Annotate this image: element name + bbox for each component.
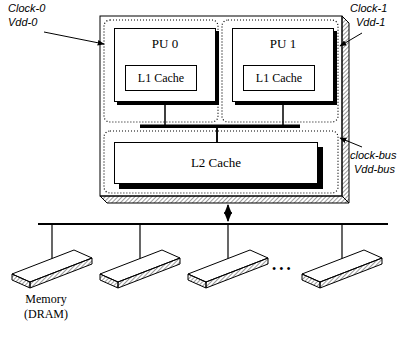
dram-edge [206, 258, 268, 288]
dram-modules [12, 224, 382, 288]
cache-box: L1 Cache [125, 65, 197, 91]
chip-bottom [100, 196, 349, 203]
dram-edge [118, 258, 180, 288]
domain-label: Clock-1 [350, 2, 387, 14]
domain-label: Vdd-bus [354, 163, 395, 175]
bus-connector [217, 102, 283, 142]
clock-domain [104, 131, 338, 193]
unit-box: L2 Cache [114, 142, 318, 184]
dram-edge [30, 258, 92, 288]
unit-label: L1 Cache [138, 71, 184, 86]
cache-box: L1 Cache [243, 65, 315, 91]
leader-line [340, 33, 362, 46]
dram-wire [227, 224, 228, 259]
unit-box: PU 0 L1 Cache [114, 28, 216, 102]
leader-line [340, 138, 362, 147]
clock-domain [104, 20, 218, 122]
dram-edge [188, 274, 206, 288]
dram-wire [51, 224, 52, 259]
leader-line [44, 32, 104, 44]
dram-edge [12, 274, 30, 288]
io-arrow [227, 205, 229, 221]
memory-bus [38, 223, 388, 225]
unit-box: PU 1 L1 Cache [232, 28, 334, 102]
chip-face [100, 16, 342, 196]
dram-wire [341, 224, 342, 259]
dram-edge [320, 258, 382, 288]
ellipsis: • • • [272, 262, 291, 277]
unit-label: L2 Cache [191, 155, 241, 171]
dram-edge [302, 274, 320, 288]
dram-edge [100, 274, 118, 288]
bus-connector [165, 102, 217, 142]
domain-label: clock-bus [350, 149, 396, 161]
unit-label: PU 0 [115, 36, 215, 52]
unit-label: PU 1 [233, 36, 333, 52]
memory-label: Memory (DRAM) [18, 292, 74, 322]
dram-wire [139, 224, 140, 259]
clock-domain [222, 20, 338, 122]
domain-label: Clock-0 [8, 2, 45, 14]
domain-label: Vdd-1 [356, 16, 385, 28]
unit-label: L1 Cache [256, 71, 302, 86]
domain-label: Vdd-0 [8, 16, 37, 28]
